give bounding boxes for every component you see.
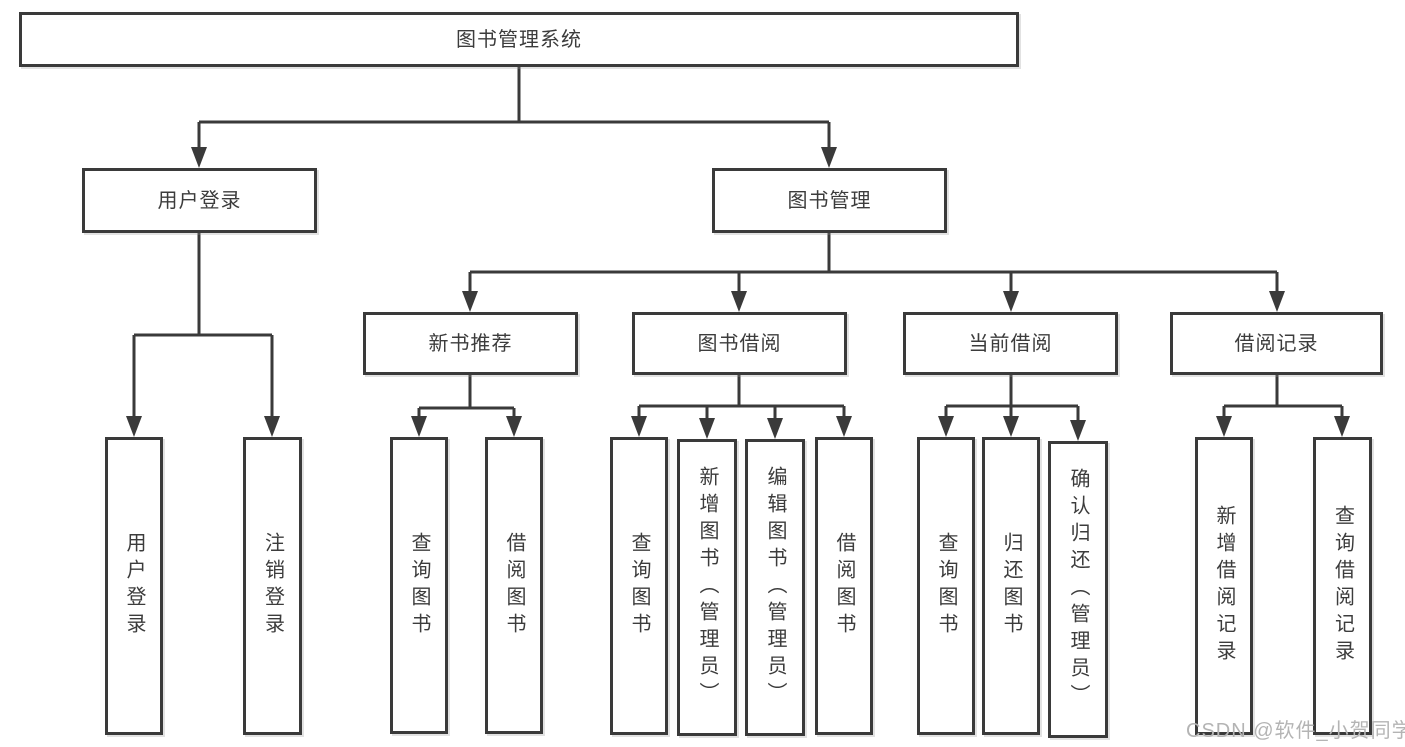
arrow-heads [126,147,1350,441]
leaf-borrow-books-borrowing-label: 借阅图书 [833,532,855,640]
leaf-user-login: 用户登录 [105,437,163,735]
node-book-management-label: 图书管理 [787,189,872,212]
leaf-borrow-books-borrowing: 借阅图书 [815,437,873,735]
node-book-management: 图书管理 [712,168,947,233]
leaf-query-borrow-record-label: 查询借阅记录 [1331,505,1354,667]
node-current-borrowing-label: 当前借阅 [968,332,1053,355]
node-borrow-records-label: 借阅记录 [1234,332,1319,355]
leaf-query-books-borrowing-label: 查询图书 [628,532,650,640]
node-new-book-recommend-label: 新书推荐 [428,332,513,355]
node-new-book-recommend: 新书推荐 [363,312,578,375]
leaf-add-borrow-record: 新增借阅记录 [1195,437,1253,735]
leaf-add-borrow-record-label: 新增借阅记录 [1213,505,1235,667]
leaf-borrow-books-recommend: 借阅图书 [485,437,543,734]
leaf-logout: 注销登录 [243,437,302,735]
leaf-edit-book-admin: 编辑图书（管理员） [745,439,805,736]
node-book-borrowing: 图书借阅 [632,312,847,375]
node-current-borrowing: 当前借阅 [903,312,1118,375]
node-borrow-records: 借阅记录 [1170,312,1383,375]
leaf-query-books-recommend: 查询图书 [390,437,448,734]
leaf-return-books-label: 归还图书 [1000,532,1022,640]
watermark: CSDN @软件_小贺同学 [1186,720,1405,742]
node-library-system-label: 图书管理系统 [456,28,582,51]
leaf-confirm-return-admin-label: 确认归还（管理员） [1067,468,1089,711]
node-user-login: 用户登录 [82,168,317,233]
leaf-return-books: 归还图书 [982,437,1040,735]
leaf-logout-label: 注销登录 [261,532,284,640]
leaf-edit-book-admin-label: 编辑图书（管理员） [764,466,786,709]
leaf-query-books-recommend-label: 查询图书 [408,531,430,640]
leaf-add-book-admin: 新增图书（管理员） [677,439,737,736]
leaf-add-book-admin-label: 新增图书（管理员） [696,466,718,709]
node-user-login-label: 用户登录 [157,189,242,212]
leaf-query-books-borrowing: 查询图书 [610,437,668,735]
leaf-query-books-current-label: 查询图书 [935,532,957,640]
leaf-user-login-label: 用户登录 [123,532,145,640]
node-library-system: 图书管理系统 [19,12,1019,67]
node-book-borrowing-label: 图书借阅 [697,332,782,355]
leaf-query-books-current: 查询图书 [917,437,975,735]
leaf-confirm-return-admin: 确认归还（管理员） [1048,441,1108,738]
leaf-borrow-books-recommend-label: 借阅图书 [503,531,525,640]
leaf-query-borrow-record: 查询借阅记录 [1313,437,1372,735]
